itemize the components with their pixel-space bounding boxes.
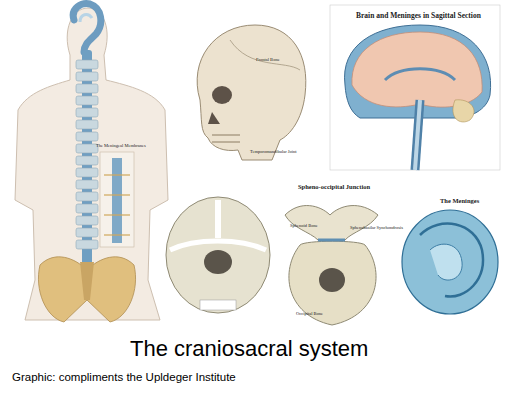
skull-lateral: [197, 25, 306, 160]
part-label: The Meningeal Membranes: [96, 144, 146, 149]
part-label: Brain and Meninges in Sagittal Section: [356, 12, 481, 20]
part-label: The Meninges: [440, 198, 479, 205]
sphenoid-occiput: [285, 206, 378, 325]
meninges-sphere: [402, 210, 498, 314]
part-label: Sphenobasilar Synchondrosis: [350, 226, 403, 231]
part-label: Occipital Bone: [296, 312, 323, 317]
sagittal-section: [330, 5, 500, 170]
figure-title: The craniosacral system: [130, 336, 368, 362]
part-label: Frontal Bone: [256, 58, 280, 63]
part-label: Sphenoid Bone: [290, 224, 318, 229]
part-label: Temporomandibular Joint: [250, 150, 297, 155]
skull-inferior: [166, 197, 270, 313]
figure-caption: Graphic: compliments the Upldeger Instit…: [12, 371, 236, 383]
back-figure: [15, 4, 168, 322]
part-label: Spheno-occipital Junction: [298, 184, 370, 191]
